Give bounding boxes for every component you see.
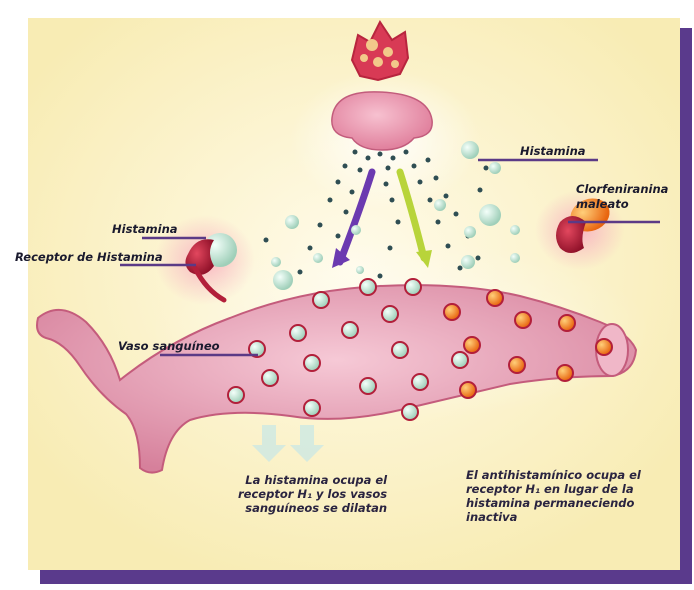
label-vaso-sanguineo: Vaso sanguíneo: [118, 339, 220, 353]
label-histamina-left: Histamina: [112, 222, 178, 236]
label-histamina-top: Histamina: [520, 144, 586, 158]
caption-antihistamine-effect: El antihistamínico ocupa el receptor H₁ …: [466, 468, 641, 524]
caption-histamine-effect: La histamina ocupa el receptor H₁ y los …: [238, 473, 387, 515]
label-clorfeniranina: Clorfeniranina maleato: [576, 182, 668, 212]
label-receptor-histamina: Receptor de Histamina: [15, 250, 163, 264]
